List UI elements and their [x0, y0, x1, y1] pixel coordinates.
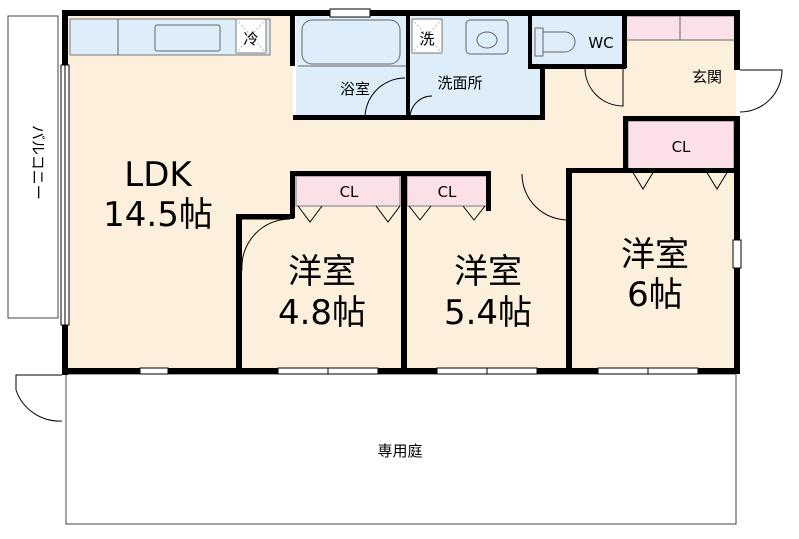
- wall-bed-top-1: [290, 171, 490, 176]
- window-bath: [329, 8, 371, 18]
- balcony-outline: [7, 15, 59, 319]
- wall-bed1-upper: [290, 171, 295, 218]
- entrance-label: 玄関: [692, 68, 722, 86]
- closet-3-label: CL: [672, 138, 691, 156]
- wall-wet-bottom: [293, 115, 545, 120]
- wash-door-swing: [409, 95, 433, 119]
- labels: LDK 14.5帖 洋室 4.8帖 洋室 5.4帖 洋室 6帖 浴室 洗面所 W…: [29, 30, 722, 460]
- wall-bath-wash: [406, 16, 410, 118]
- closet-2-label: CL: [438, 183, 457, 201]
- garden-label: 専用庭: [377, 442, 422, 460]
- bathtub-icon: [301, 19, 401, 65]
- wall-bed1-bed2: [401, 171, 407, 374]
- wall-closet2-right: [486, 171, 491, 211]
- fridge-label: 冷: [243, 30, 258, 48]
- wall-toilet-right: [622, 16, 627, 68]
- wall-left-lower: [62, 325, 68, 375]
- fixtures: [117, 16, 734, 67]
- wall-closet3-left: [623, 118, 628, 173]
- washer-label: 洗: [419, 30, 434, 48]
- balcony-door-swing: [15, 374, 63, 422]
- wall-bed-top-3: [566, 168, 736, 173]
- window-bed3-side: [732, 239, 742, 269]
- wall-bed2-bed3: [566, 168, 572, 374]
- wall-top: [62, 10, 740, 16]
- closet-1-floor: [295, 175, 401, 207]
- western-room-1-size: 4.8帖: [278, 293, 366, 333]
- front-door-swing: [739, 69, 783, 113]
- toilet-bowl-icon: [543, 31, 576, 53]
- bath-door-swing: [364, 77, 406, 119]
- walls: [62, 10, 740, 375]
- ldk-label: LDK: [124, 155, 193, 195]
- wall-ldk-bed1-top: [236, 214, 294, 219]
- wall-toilet-bottom: [528, 64, 626, 69]
- window-ldk-bottom: [139, 367, 169, 375]
- closet-2-doors: [408, 205, 486, 221]
- closet-1-label: CL: [340, 183, 359, 201]
- western-room-3-size: 6帖: [627, 275, 683, 315]
- closet-3-floor: [627, 120, 735, 172]
- wash-basin-icon: [465, 19, 509, 55]
- toilet-label: WC: [588, 34, 613, 52]
- wall-wet-right: [540, 66, 545, 120]
- wall-toilet-left: [528, 16, 532, 68]
- washroom-label: 洗面所: [437, 74, 482, 92]
- shoe-storage: [625, 15, 737, 41]
- hallway-floor: [293, 118, 626, 174]
- balcony-label: バルコニー: [29, 125, 47, 200]
- toilet-tank-icon: [534, 27, 544, 57]
- western-room-3-label: 洋室: [621, 235, 689, 275]
- toilet-door-swing: [584, 67, 624, 107]
- western-room-2-size: 5.4帖: [444, 293, 532, 333]
- closet-1-doors: [297, 205, 401, 223]
- bath-label: 浴室: [340, 80, 370, 98]
- doors: [15, 67, 783, 422]
- ldk-size: 14.5帖: [103, 195, 213, 235]
- wall-ldk-bed1: [236, 214, 242, 374]
- bed3-door-swing: [521, 173, 569, 221]
- wall-hall-right: [623, 116, 740, 121]
- western-room-1-label: 洋室: [288, 252, 356, 292]
- western-room-2-label: 洋室: [454, 252, 522, 292]
- toilet-floor: [532, 16, 624, 66]
- sink-icon: [154, 24, 221, 52]
- closet-3-doors: [631, 170, 729, 190]
- ldk-door-swing: [241, 218, 291, 271]
- wall-left-upper: [62, 10, 68, 65]
- wall-ldk-right: [290, 16, 295, 66]
- wall-right-upper: [734, 10, 740, 70]
- windows: [60, 8, 742, 375]
- bath-floor: [296, 16, 408, 118]
